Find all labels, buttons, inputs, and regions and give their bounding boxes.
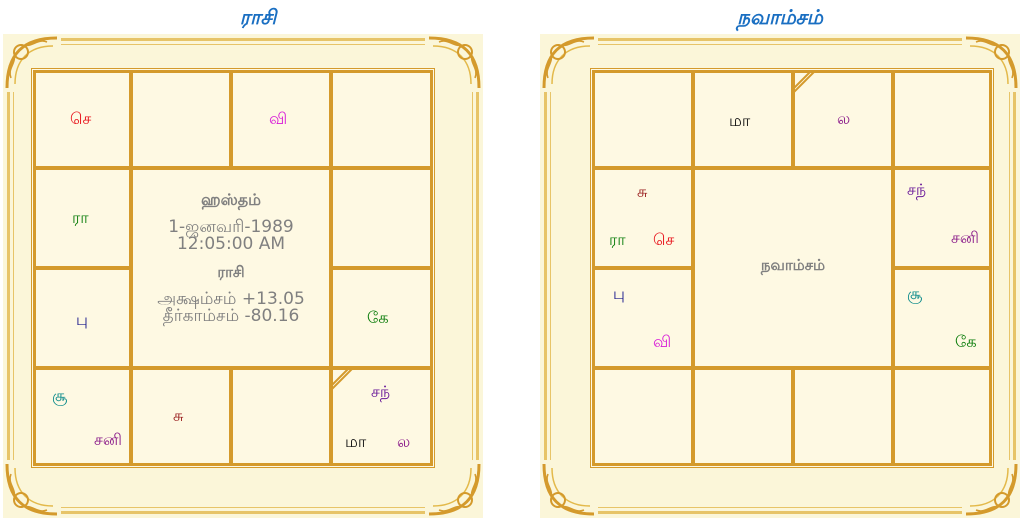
planet-label: ரா (609, 230, 626, 249)
house-top-left (593, 71, 693, 168)
planet-label: செ (653, 230, 675, 249)
house-bottom-3 (231, 368, 331, 465)
planet-label: சனி (951, 228, 979, 247)
frame-left-edge-inner (13, 92, 14, 460)
house-right-2 (331, 168, 432, 268)
house-top-right (331, 71, 432, 168)
house-bottom-3 (793, 368, 893, 465)
frame-bottom-edge-inner (598, 507, 962, 508)
planet-label: சு (637, 182, 648, 201)
frame-right-edge (1013, 92, 1016, 460)
corner-ornament-icon (5, 463, 58, 516)
planet-label: பு (76, 310, 88, 329)
planet-label: பு (613, 284, 625, 303)
rasi-center-info: ஹஸ்தம் 1-ஜனவரி-1989 12:05:00 AM ராசி அக்… (131, 168, 331, 368)
planet-label: மா (345, 432, 367, 451)
frame-top-edge (598, 38, 962, 41)
navamsa-chart-frame: மா ல சு ரா செ சந் சனி பு வி சூ கே (540, 34, 1020, 518)
planet-label: வி (269, 109, 288, 128)
house-top-3: ல (793, 71, 893, 168)
house-top-3: வி (231, 71, 331, 168)
house-right-3: சூ கே (893, 268, 991, 368)
planet-label: செ (70, 109, 92, 128)
house-bottom-right (893, 368, 991, 465)
house-left-2: ரா (34, 168, 131, 268)
planet-label: மா (729, 111, 751, 130)
house-top-2 (131, 71, 231, 168)
house-top-right (893, 71, 991, 168)
house-top-2: மா (693, 71, 793, 168)
planet-label: சு (173, 406, 184, 425)
navamsa-chart-title: நவாம்சம் (737, 5, 823, 29)
house-bottom-left (593, 368, 693, 465)
frame-right-edge-inner (1009, 92, 1010, 460)
house-left-3: பு (34, 268, 131, 368)
house-bottom-2: சு (131, 368, 231, 465)
rasi-chart-grid: செ வி ரா பு கே ஹஸ்தம் 1-ஜனவரி-1989 12:05… (31, 68, 435, 468)
rasi-chart-title: ராசி (239, 5, 277, 29)
planet-label: கே (955, 332, 977, 351)
frame-bottom-edge (61, 511, 425, 514)
frame-left-edge (544, 92, 547, 460)
frame-top-edge (61, 38, 425, 41)
frame-bottom-edge (598, 511, 962, 514)
house-top-left: செ (34, 71, 131, 168)
frame-right-edge (476, 92, 479, 460)
house-bottom-2 (693, 368, 793, 465)
navamsa-center-info: நவாம்சம் (693, 168, 893, 368)
house-bottom-left: சூ சனி (34, 368, 131, 465)
planet-label: வி (653, 332, 672, 351)
frame-left-edge (7, 92, 10, 460)
planet-label: ல (837, 109, 851, 128)
corner-ornament-icon (542, 463, 595, 516)
corner-ornament-icon (965, 463, 1018, 516)
house-left-2: சு ரா செ (593, 168, 693, 268)
corner-ornament-icon (965, 36, 1018, 89)
house-bottom-right: சந் மா ல (331, 368, 432, 465)
frame-top-edge-inner (61, 44, 425, 45)
planet-label: சூ (907, 284, 923, 303)
rasi-chart-frame: செ வி ரா பு கே ஹஸ்தம் 1-ஜனவரி-1989 12:05… (3, 34, 483, 518)
navamsa-chart-grid: மா ல சு ரா செ சந் சனி பு வி சூ கே (590, 68, 994, 468)
birth-time: 12:05:00 AM (176, 234, 286, 254)
frame-right-edge-inner (472, 92, 473, 460)
house-right-2: சந் சனி (893, 168, 991, 268)
corner-ornament-icon (542, 36, 595, 89)
corner-ornament-icon (428, 36, 481, 89)
frame-left-edge-inner (550, 92, 551, 460)
house-right-3: கே (331, 268, 432, 368)
longitude-value: தீர்காம்சம் -80.16 (162, 306, 300, 326)
corner-ornament-icon (5, 36, 58, 89)
planet-label: சந் (371, 382, 391, 401)
latitude-value: அக்ஷம்சம் +13.05 (157, 289, 305, 309)
frame-top-edge-inner (598, 44, 962, 45)
planet-label: சனி (94, 430, 122, 449)
planet-label: கே (367, 308, 389, 327)
chart-name-label: ராசி (217, 263, 245, 281)
planet-label: ரா (72, 208, 89, 227)
planet-label: சூ (52, 386, 68, 405)
planet-label: ல (397, 432, 411, 451)
birth-date: 1-ஜனவரி-1989 (168, 217, 294, 237)
frame-bottom-edge-inner (61, 507, 425, 508)
lagna-marker-icon (331, 368, 353, 390)
nakshatra-label: ஹஸ்தம் (200, 190, 262, 209)
planet-label: சந் (907, 180, 927, 199)
chart-name-label: நவாம்சம் (760, 256, 826, 274)
corner-ornament-icon (428, 463, 481, 516)
lagna-marker-icon (793, 71, 815, 93)
house-left-3: பு வி (593, 268, 693, 368)
